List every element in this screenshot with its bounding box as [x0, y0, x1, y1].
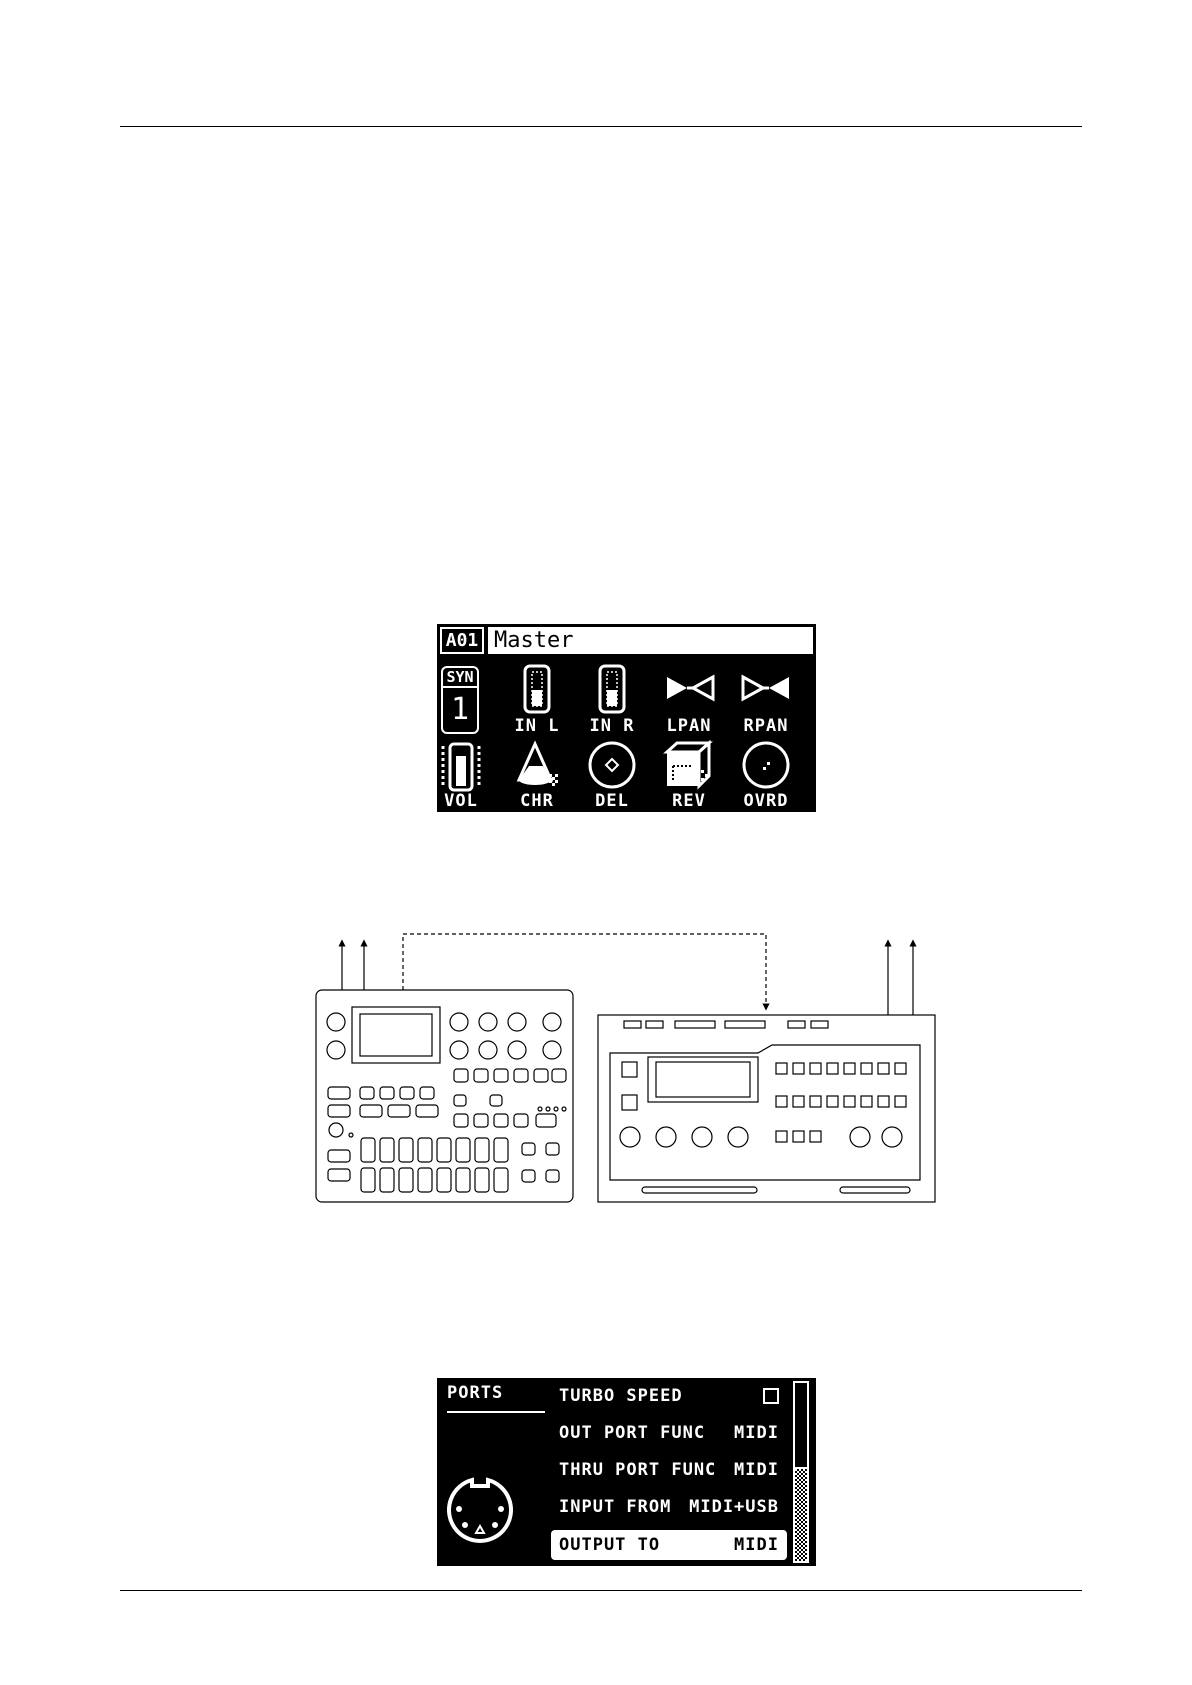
fader-icon	[523, 664, 551, 714]
menu-item-label: OUT PORT FUNC	[559, 1418, 705, 1448]
fader-icon	[598, 664, 626, 714]
overdrive-icon	[741, 740, 791, 790]
chorus-icon	[515, 740, 561, 790]
menu-item-turbo-speed[interactable]: TURBO SPEED	[551, 1381, 787, 1411]
menu-item-value: MIDI+USB	[689, 1492, 779, 1522]
menu-item-value: MIDI	[734, 1455, 779, 1485]
mixer-label-ovrd: OVRD	[731, 791, 801, 811]
mixer-label-in-l: IN L	[502, 716, 572, 736]
synth-label: SYN	[443, 668, 477, 688]
menu-item-value: MIDI	[734, 1418, 779, 1448]
mixer-screen: A01 Master SYN 1 IN L IN R LPAN RPAN VOL	[437, 624, 816, 812]
menu-item-label: OUTPUT TO	[559, 1530, 660, 1560]
synth-device	[598, 1015, 935, 1202]
mixer-label-lpan: LPAN	[654, 716, 724, 736]
digitone-device	[316, 990, 573, 1202]
pan-right-icon	[741, 674, 791, 702]
scrollbar-thumb[interactable]	[795, 1383, 807, 1469]
title-underline	[447, 1411, 545, 1413]
reverb-icon	[663, 740, 713, 790]
mixer-label-rpan: RPAN	[731, 716, 801, 736]
menu-item-thru-port-func[interactable]: THRU PORT FUNC MIDI	[551, 1455, 787, 1485]
midi-cable	[403, 934, 766, 1007]
footer-rule	[120, 1590, 1082, 1591]
pattern-number: A01	[440, 627, 484, 654]
menu-item-output-to[interactable]: OUTPUT TO MIDI	[551, 1530, 787, 1560]
menu-item-value: MIDI	[734, 1530, 779, 1560]
mixer-label-in-r: IN R	[577, 716, 647, 736]
menu-item-input-from[interactable]: INPUT FROM MIDI+USB	[551, 1492, 787, 1522]
mixer-label-rev: REV	[654, 791, 724, 811]
menu-item-label: THRU PORT FUNC	[559, 1455, 716, 1485]
synth-track-box: SYN 1	[441, 666, 479, 734]
kit-name: Master	[488, 627, 813, 654]
mixer-label-vol: VOL	[437, 791, 496, 811]
midi-din-icon	[445, 1476, 515, 1546]
ports-screen: PORTS TURBO SPEED OUT PORT FUNC MIDI THR…	[437, 1378, 816, 1566]
mixer-label-chr: CHR	[502, 791, 572, 811]
connection-diagram	[300, 925, 950, 1205]
menu-item-out-port-func[interactable]: OUT PORT FUNC MIDI	[551, 1418, 787, 1448]
menu-item-label: TURBO SPEED	[559, 1381, 683, 1411]
delay-icon	[587, 740, 637, 790]
menu-item-label: INPUT FROM	[559, 1492, 671, 1522]
ports-title: PORTS	[447, 1383, 503, 1403]
mixer-label-del: DEL	[577, 791, 647, 811]
fader-icon	[441, 742, 481, 792]
checkbox-icon[interactable]	[763, 1388, 779, 1404]
synth-number: 1	[443, 688, 477, 732]
pan-left-icon	[665, 674, 715, 702]
header-rule	[120, 126, 1082, 127]
scrollbar[interactable]	[793, 1381, 809, 1563]
